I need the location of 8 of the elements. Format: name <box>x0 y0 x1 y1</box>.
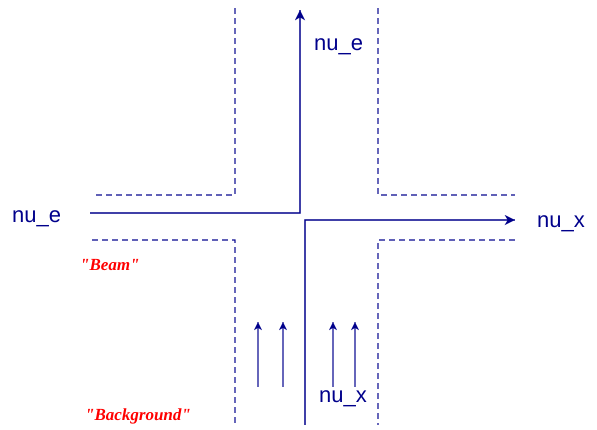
beam-path-arrow <box>90 10 306 214</box>
particle-label: nu_x <box>319 382 367 408</box>
particle-label: nu_x <box>537 207 585 233</box>
particle-label: nu_e <box>314 30 363 56</box>
particle-label: nu_e <box>12 202 61 228</box>
beam-label: "Beam" <box>80 255 140 275</box>
beam-path-arrow <box>304 214 515 425</box>
background-label: "Background" <box>85 405 191 425</box>
